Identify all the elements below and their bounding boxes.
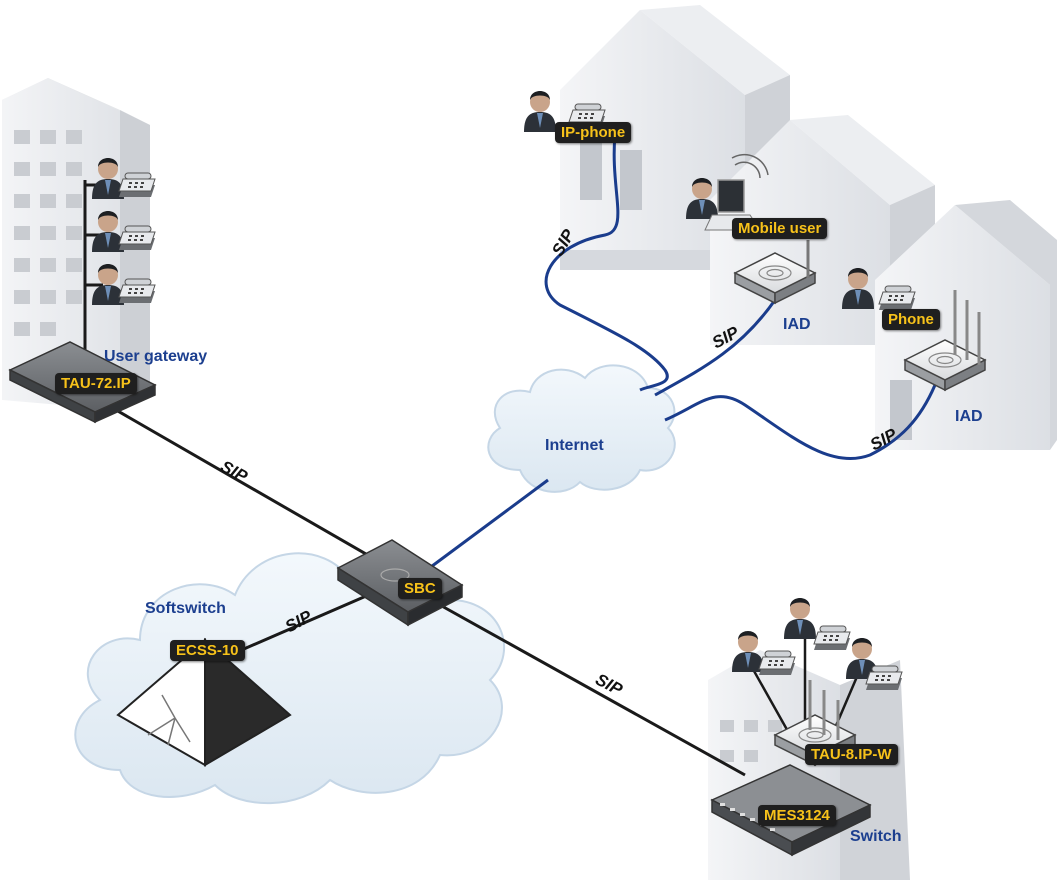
ip-phone-tag: IP-phone: [555, 122, 632, 143]
link-ecss-sbc: [229, 588, 381, 657]
switch-label: Switch: [850, 828, 902, 845]
user-gateway-label: User gateway: [104, 348, 208, 365]
mobile-user-tag: Mobile user: [732, 218, 828, 239]
sbc-tag: SBC: [398, 578, 442, 599]
internet-cloud-icon: [487, 364, 676, 493]
router-icon: [904, 290, 986, 391]
softswitch-label: Softswitch: [145, 600, 226, 617]
blue-links: [419, 134, 937, 577]
link-sbc-switch: [439, 603, 746, 777]
link-sbc-internet: [419, 478, 549, 577]
link-tau72-sbc: [89, 393, 386, 567]
house-icon: [875, 200, 1057, 450]
ecss-tag: ECSS-10: [170, 640, 245, 661]
iad-label-phone: IAD: [955, 408, 983, 425]
router-icon: [734, 240, 816, 304]
black-links: [83, 180, 864, 777]
link-ip-phone: [544, 134, 669, 392]
switch-icon: [710, 764, 872, 857]
router-icon: [774, 680, 856, 766]
link-mobile-iad: [654, 299, 777, 397]
mes3124-tag: MES3124: [758, 805, 836, 826]
internet-label: Internet: [545, 437, 604, 454]
tau72-tag: TAU-72.IP: [55, 373, 137, 394]
link-phone-iad: [664, 384, 937, 461]
tau8-tag: TAU-8.IP-W: [805, 744, 898, 765]
phone-tag: Phone: [882, 309, 940, 330]
pyramid-icon: [116, 637, 292, 767]
iad-label-mobile: IAD: [783, 316, 811, 333]
